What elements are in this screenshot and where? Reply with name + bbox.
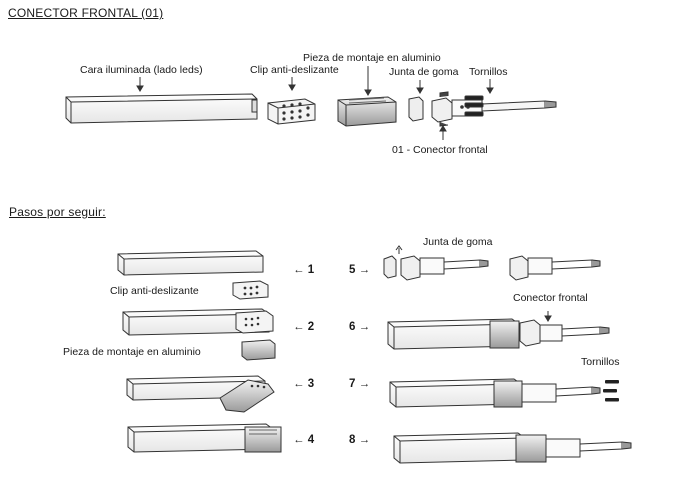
label-clip: Clip anti-deslizante — [250, 64, 339, 76]
step-label-screws: Tornillos — [581, 356, 620, 368]
step-label-gasket: Junta de goma — [423, 236, 493, 248]
step-7-drawing — [389, 378, 619, 408]
step-2-drawing — [122, 308, 276, 361]
step-label-clip: Clip anti-deslizante — [110, 285, 199, 297]
rubber-gasket-part — [408, 96, 424, 122]
screws-part — [464, 95, 484, 117]
step-3-drawing — [126, 375, 275, 413]
step-number-1: ← 1 — [293, 264, 315, 276]
step-number-2: ← 2 — [293, 321, 315, 333]
step-4-drawing — [127, 423, 282, 453]
step-drawings-left — [117, 250, 282, 453]
label-mount: Pieza de montaje en aluminio — [303, 52, 441, 64]
step-number-7: 7 → — [349, 378, 371, 390]
step-number-8: 8 → — [349, 434, 371, 446]
step-label-mount: Pieza de montaje en aluminio — [63, 346, 201, 358]
clip-part — [267, 98, 316, 125]
step-1-drawing — [117, 250, 269, 300]
steps-title: Pasos por seguir: — [9, 205, 106, 219]
front-connector-part — [431, 91, 557, 127]
exploded-view — [65, 66, 557, 140]
label-screws: Tornillos — [469, 66, 508, 78]
step-number-4: ← 4 — [293, 434, 315, 446]
step-5-drawing — [383, 245, 601, 281]
step-number-3: ← 3 — [293, 378, 315, 390]
step-number-6: 6 → — [349, 321, 371, 333]
page-title: CONECTOR FRONTAL (01) — [8, 6, 164, 20]
label-face: Cara iluminada (lado leds) — [80, 64, 203, 76]
step-8-drawing — [393, 432, 632, 464]
label-connector: 01 - Conector frontal — [392, 144, 488, 156]
pointer-arrows — [136, 66, 494, 140]
label-gasket: Junta de goma — [389, 66, 459, 78]
step-drawings-right — [383, 245, 632, 464]
profile-bar — [65, 93, 258, 124]
aluminium-mount-part — [337, 96, 397, 127]
step-6-drawing — [387, 311, 610, 350]
step-number-5: 5 → — [349, 264, 371, 276]
step-label-connector: Conector frontal — [513, 292, 588, 304]
